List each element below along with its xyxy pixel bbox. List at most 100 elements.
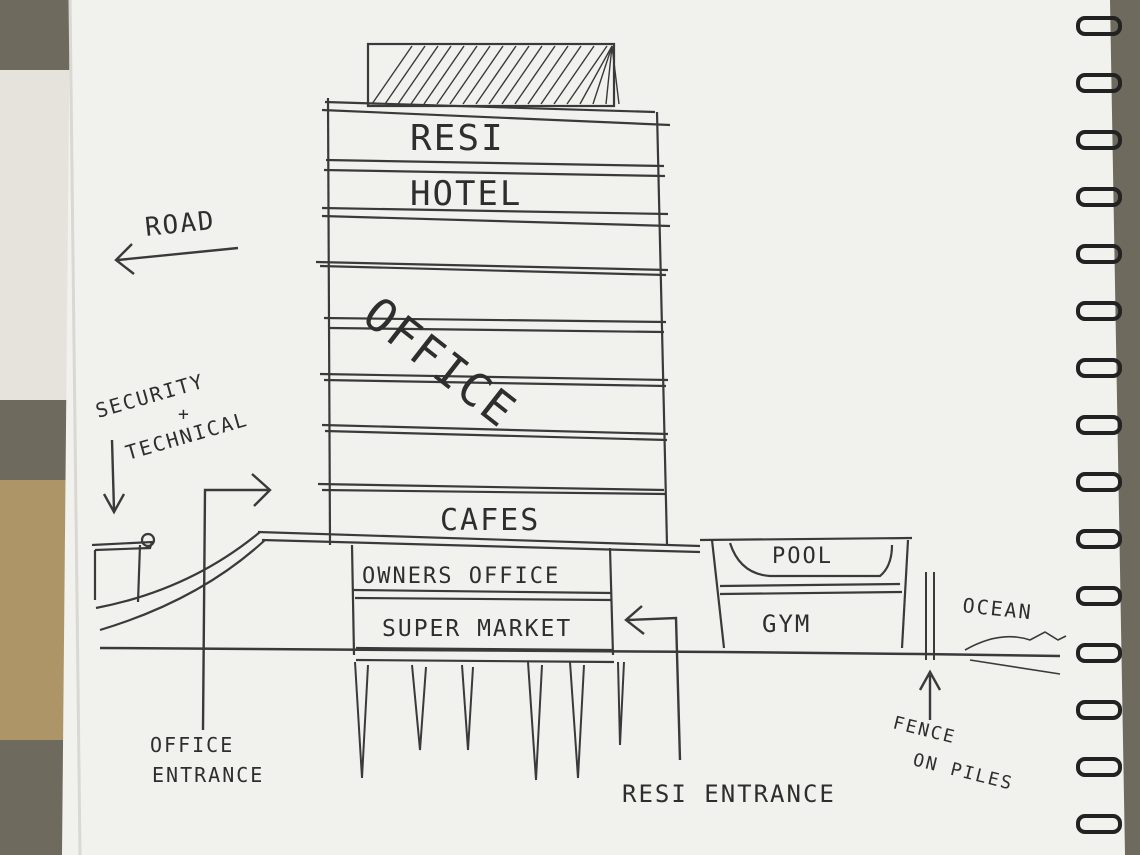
hatch-line	[488, 45, 530, 105]
spiral-ring	[1076, 187, 1122, 207]
hatch-line	[423, 45, 465, 105]
spiral-ring	[1076, 415, 1122, 435]
hatch-line	[462, 45, 504, 105]
security-arrow	[102, 439, 126, 515]
fence-arrow	[918, 669, 942, 720]
podium-wall	[608, 547, 615, 656]
floor-line	[321, 206, 669, 216]
rooftop-plant	[366, 42, 620, 108]
hatch-line	[436, 45, 478, 105]
pile	[617, 661, 625, 746]
spiral-ring	[1076, 73, 1122, 93]
block-wall	[900, 539, 910, 649]
podium-deck	[257, 530, 701, 548]
hatch-line	[540, 45, 582, 105]
floor-label-cafes: CAFES	[440, 503, 540, 538]
floor-label-pool: POOL	[772, 544, 833, 569]
floor-line	[321, 488, 667, 496]
floor-label-owners-office: OWNERS OFFICE	[362, 564, 560, 589]
hatch-line	[384, 45, 426, 105]
podium-floor	[355, 646, 613, 652]
floor-line	[323, 168, 666, 178]
desk-object	[0, 70, 70, 400]
floor-label-resi: RESI	[410, 118, 505, 159]
ground-line	[99, 646, 1061, 658]
podium-floor	[354, 596, 613, 602]
hut-lamp	[140, 532, 156, 548]
hatch-line	[566, 45, 608, 105]
label-office-entrance-1: OFFICE	[150, 733, 234, 757]
spiral-ring	[1076, 472, 1122, 492]
pile	[354, 661, 369, 779]
hatch-line	[371, 45, 413, 105]
hatch-line	[579, 45, 613, 105]
hatch-line	[397, 45, 439, 105]
tower	[315, 97, 671, 546]
ocean-waves	[964, 631, 1067, 675]
floor-line	[321, 214, 671, 228]
tower-left-wall	[326, 97, 332, 546]
security-hut	[91, 532, 156, 603]
wave	[964, 631, 1067, 651]
arrows	[102, 243, 942, 761]
hatch-line	[592, 45, 613, 105]
spiral-ring	[1076, 814, 1122, 834]
road-arrow	[114, 243, 239, 275]
floor-line	[324, 429, 668, 442]
podium	[257, 530, 913, 664]
spiral-ring	[1076, 358, 1122, 378]
fence	[925, 572, 935, 660]
floor-label-hotel: HOTEL	[410, 174, 522, 214]
hatch-line	[605, 45, 613, 105]
tower-right-wall	[655, 111, 669, 546]
hatch-line	[514, 45, 556, 105]
spiral-ring	[1076, 301, 1122, 321]
floor-line	[329, 326, 665, 334]
floor-line	[315, 260, 669, 272]
piles	[354, 661, 625, 781]
block-floor	[719, 590, 903, 596]
pool-basin	[728, 542, 894, 578]
floor-label-supermarket: SUPER MARKET	[382, 616, 572, 642]
floor-line	[319, 372, 669, 382]
pile	[527, 661, 543, 781]
office-entrance-arrow	[201, 473, 272, 731]
spiral-ring	[1076, 244, 1122, 264]
hatch-line	[410, 45, 452, 105]
hatch-line	[501, 45, 543, 105]
hatch-line	[475, 45, 517, 105]
pile	[461, 664, 474, 751]
floor-line	[325, 158, 665, 168]
floor-line	[321, 423, 669, 436]
spiral-ring	[1076, 757, 1122, 777]
label-resi-entrance: RESI ENTRANCE	[622, 780, 836, 808]
block-floor	[719, 582, 901, 588]
spiral-ring	[1076, 16, 1122, 36]
spiral-ring	[1076, 586, 1122, 606]
hut-wall	[136, 544, 142, 603]
page-edge	[68, 0, 82, 855]
floor-line	[323, 378, 667, 388]
block-wall	[710, 539, 726, 649]
pile	[569, 661, 585, 779]
hatch-line	[553, 45, 595, 105]
podium-wall	[350, 544, 356, 656]
spiral-ring	[1076, 643, 1122, 663]
spiral-binding	[1076, 16, 1122, 834]
floor-line	[317, 482, 665, 492]
spiral-ring	[1076, 529, 1122, 549]
desk-object	[0, 480, 70, 740]
resi-entrance-arrow	[624, 605, 682, 761]
label-road: ROAD	[144, 206, 217, 243]
podium-floor	[352, 588, 613, 595]
spiral-ring	[1076, 130, 1122, 150]
floor-line	[323, 316, 667, 324]
label-security-plus: +	[178, 404, 191, 425]
podium-floor	[355, 658, 615, 664]
pile	[411, 664, 427, 751]
podium-deck	[261, 538, 701, 554]
label-office-entrance-2: ENTRANCE	[152, 763, 264, 787]
podium-deck-right	[699, 536, 913, 542]
